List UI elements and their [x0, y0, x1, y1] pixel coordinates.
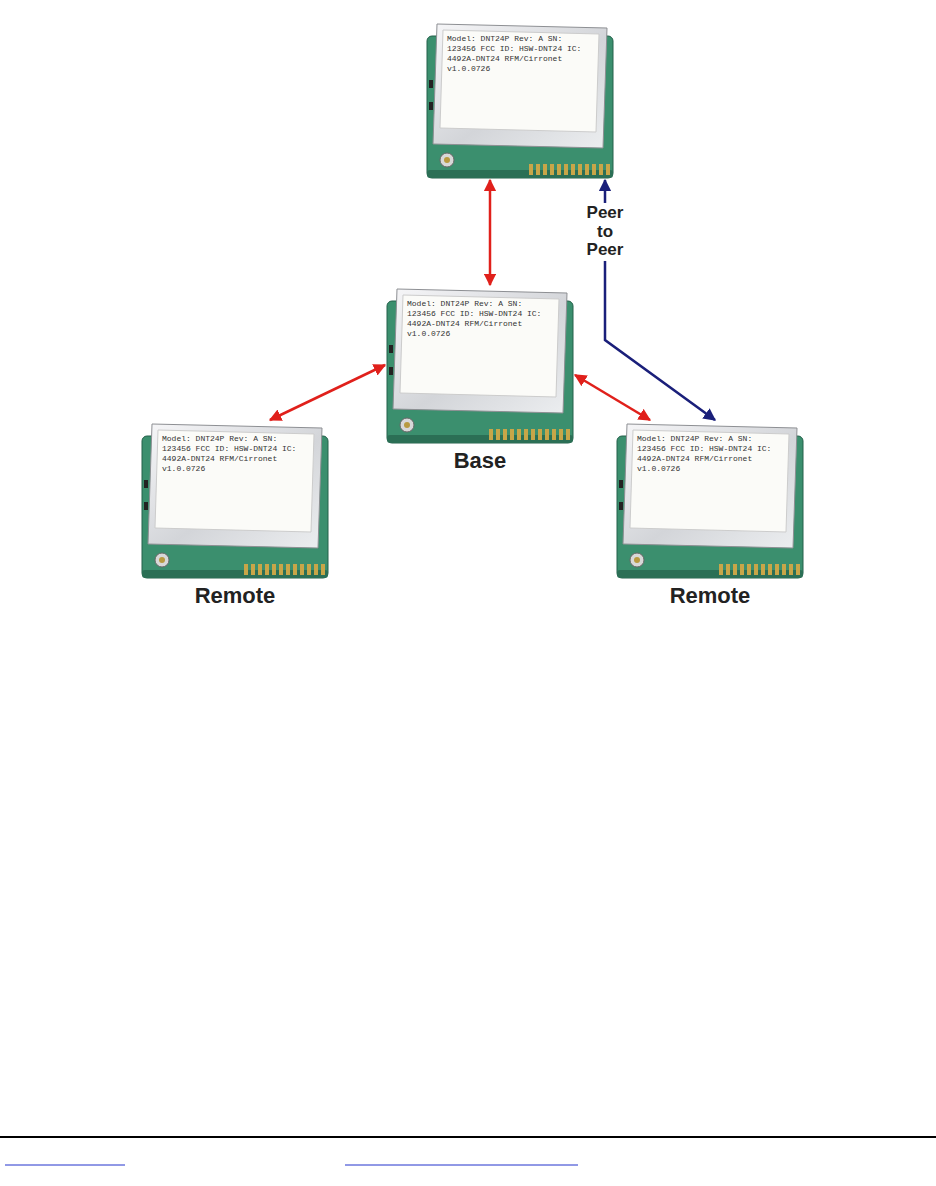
radio-module: Model: DNT24P Rev: A SN: 123456 FCC ID: …	[425, 20, 615, 180]
radio-module: Model: DNT24P Rev: A SN: 123456 FCC ID: …	[385, 285, 575, 445]
radio-module: Model: DNT24P Rev: A SN: 123456 FCC ID: …	[140, 420, 330, 580]
module-sticker-text: Model: DNT24P Rev: A SN: 123456 FCC ID: …	[407, 299, 553, 339]
radio-module: Model: DNT24P Rev: A SN: 123456 FCC ID: …	[615, 420, 805, 580]
wireless-link-arrow	[489, 180, 492, 285]
module-picture	[387, 289, 573, 443]
footer-rule	[0, 1136, 936, 1138]
footer-link-underline	[5, 1165, 125, 1166]
module-picture	[142, 424, 328, 578]
link-label: Peer to Peer	[584, 203, 627, 261]
module-caption: Remote	[595, 584, 825, 608]
wireless-link-arrow	[270, 365, 385, 420]
footer-link-underline	[345, 1165, 578, 1166]
module-sticker-text: Model: DNT24P Rev: A SN: 123456 FCC ID: …	[447, 34, 593, 74]
module-sticker-text: Model: DNT24P Rev: A SN: 123456 FCC ID: …	[162, 434, 308, 474]
module-sticker-text: Model: DNT24P Rev: A SN: 123456 FCC ID: …	[637, 434, 783, 474]
module-caption: Remote	[120, 584, 350, 608]
module-caption: Base	[365, 449, 595, 473]
module-picture	[427, 24, 613, 178]
wireless-link-arrow	[575, 375, 650, 420]
module-picture	[617, 424, 803, 578]
